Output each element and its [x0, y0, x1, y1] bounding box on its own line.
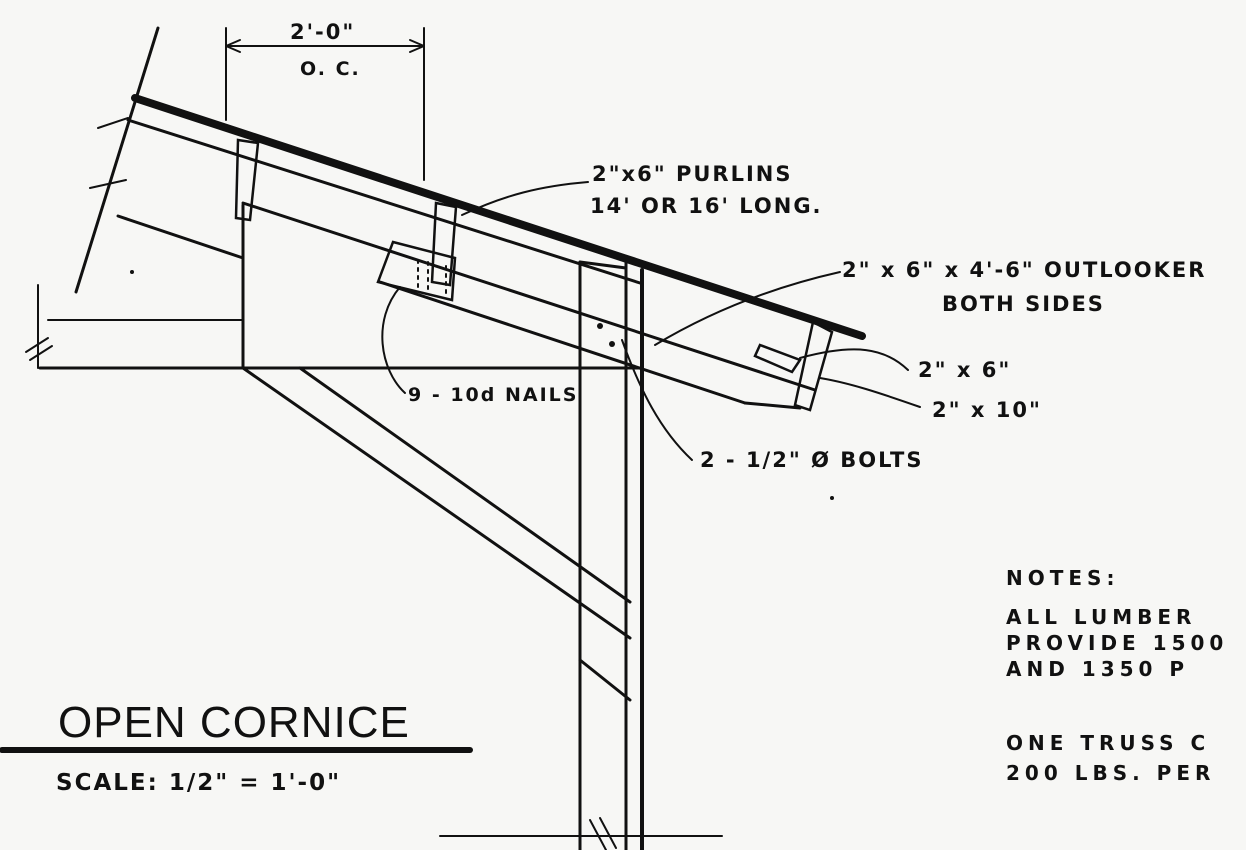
dim-arrow-left — [225, 39, 241, 53]
notes-heading: NOTES: — [1006, 566, 1120, 590]
notes-block: NOTES: ALL LUMBER PROVIDE 1500 AND 1350 … — [1006, 566, 1246, 788]
bolts-label: 2 - 1/2" Ø BOLTS — [700, 448, 924, 472]
leader-2x10 — [819, 377, 921, 408]
purlin-block-2 — [430, 201, 458, 287]
notes-line-3: AND 1350 P — [1006, 657, 1190, 681]
outlooker-end — [743, 401, 802, 410]
brace-upper — [241, 366, 632, 640]
nail-dots — [417, 259, 447, 299]
nails-label: 9 - 10d NAILS — [408, 384, 579, 406]
purlin-block-1 — [234, 138, 260, 222]
dimension-span-label: 2'-0" — [290, 20, 356, 44]
leader-purlins — [461, 181, 589, 216]
purlins-label-line1: 2"x6" PURLINS — [592, 162, 793, 186]
eave-block-2x10 — [793, 320, 834, 412]
notes-line-1: ALL LUMBER — [1006, 605, 1197, 629]
outlooker-label-line1: 2" x 6" x 4'-6" OUTLOOKER — [842, 258, 1207, 282]
eave-block-2x6 — [753, 343, 802, 374]
rafter-top-edge — [126, 118, 642, 285]
member-2x10-label: 2" x 10" — [932, 398, 1042, 422]
roof-sheathing — [131, 94, 866, 340]
notes-line-5: 200 LBS. PER — [1006, 761, 1216, 785]
leader-outlooker — [654, 271, 841, 346]
bottom-break — [589, 817, 617, 850]
leader-nails — [381, 286, 406, 394]
column-top — [578, 260, 628, 270]
leader-2x6 — [799, 348, 909, 371]
bolt-dot-1 — [597, 323, 603, 329]
speck-dot — [130, 270, 134, 274]
nail-plate — [376, 240, 457, 302]
outlooker-top — [241, 201, 817, 392]
purlins-label-line2: 14' OR 16' LONG. — [590, 194, 823, 218]
outlooker-label-line2: BOTH SIDES — [942, 292, 1105, 316]
brace-lower — [298, 366, 632, 604]
leader-bolts — [621, 339, 693, 461]
dim-arrow-right — [409, 39, 425, 53]
drawing-scale: SCALE: 1/2" = 1'-0" — [56, 770, 342, 796]
dimension-oc-label: O. C. — [300, 58, 361, 80]
break-scribble — [89, 117, 129, 189]
bolt-dot-2 — [609, 341, 615, 347]
notes-line-4: ONE TRUSS C — [1006, 731, 1211, 755]
roof-edge-line — [74, 26, 160, 294]
drawing-title: OPEN CORNICE — [58, 698, 410, 747]
member-2x6-label: 2" x 6" — [918, 358, 1012, 382]
rafter-bottom-edge — [116, 214, 245, 260]
brace-end — [578, 658, 632, 702]
outlooker-bottom — [378, 280, 747, 405]
speck-dot-2 — [830, 496, 834, 500]
notes-line-2: PROVIDE 1500 — [1006, 631, 1229, 655]
